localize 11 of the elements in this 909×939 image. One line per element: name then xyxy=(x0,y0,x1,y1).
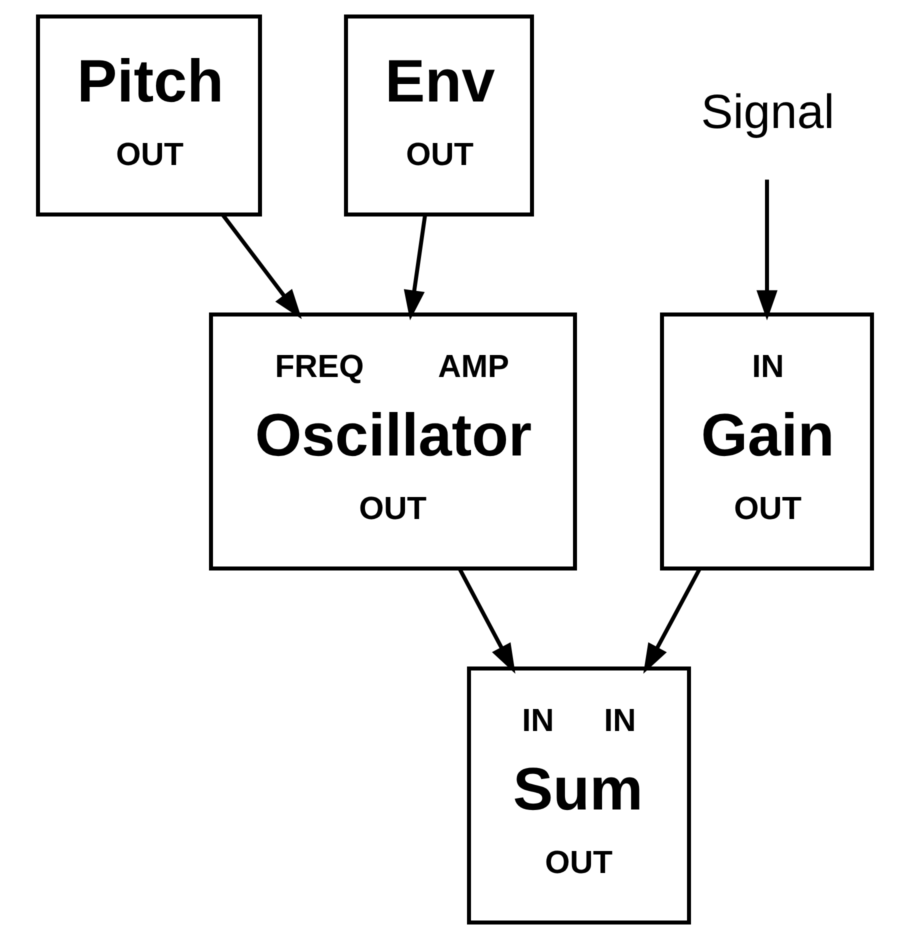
arrow xyxy=(642,568,701,674)
arrow xyxy=(220,214,302,320)
arrow xyxy=(756,180,778,320)
arrow xyxy=(403,214,427,320)
node-box: Pitch OUT xyxy=(36,14,262,216)
node-box: IN Gain OUT xyxy=(660,312,874,570)
node-text: Signal xyxy=(700,86,834,139)
node-box: Env OUT xyxy=(344,14,534,216)
arrow xyxy=(457,568,515,674)
node-box: FREQ AMP Oscillator OUT xyxy=(208,312,576,570)
node-box: IN IN Sum OUT xyxy=(466,666,690,924)
